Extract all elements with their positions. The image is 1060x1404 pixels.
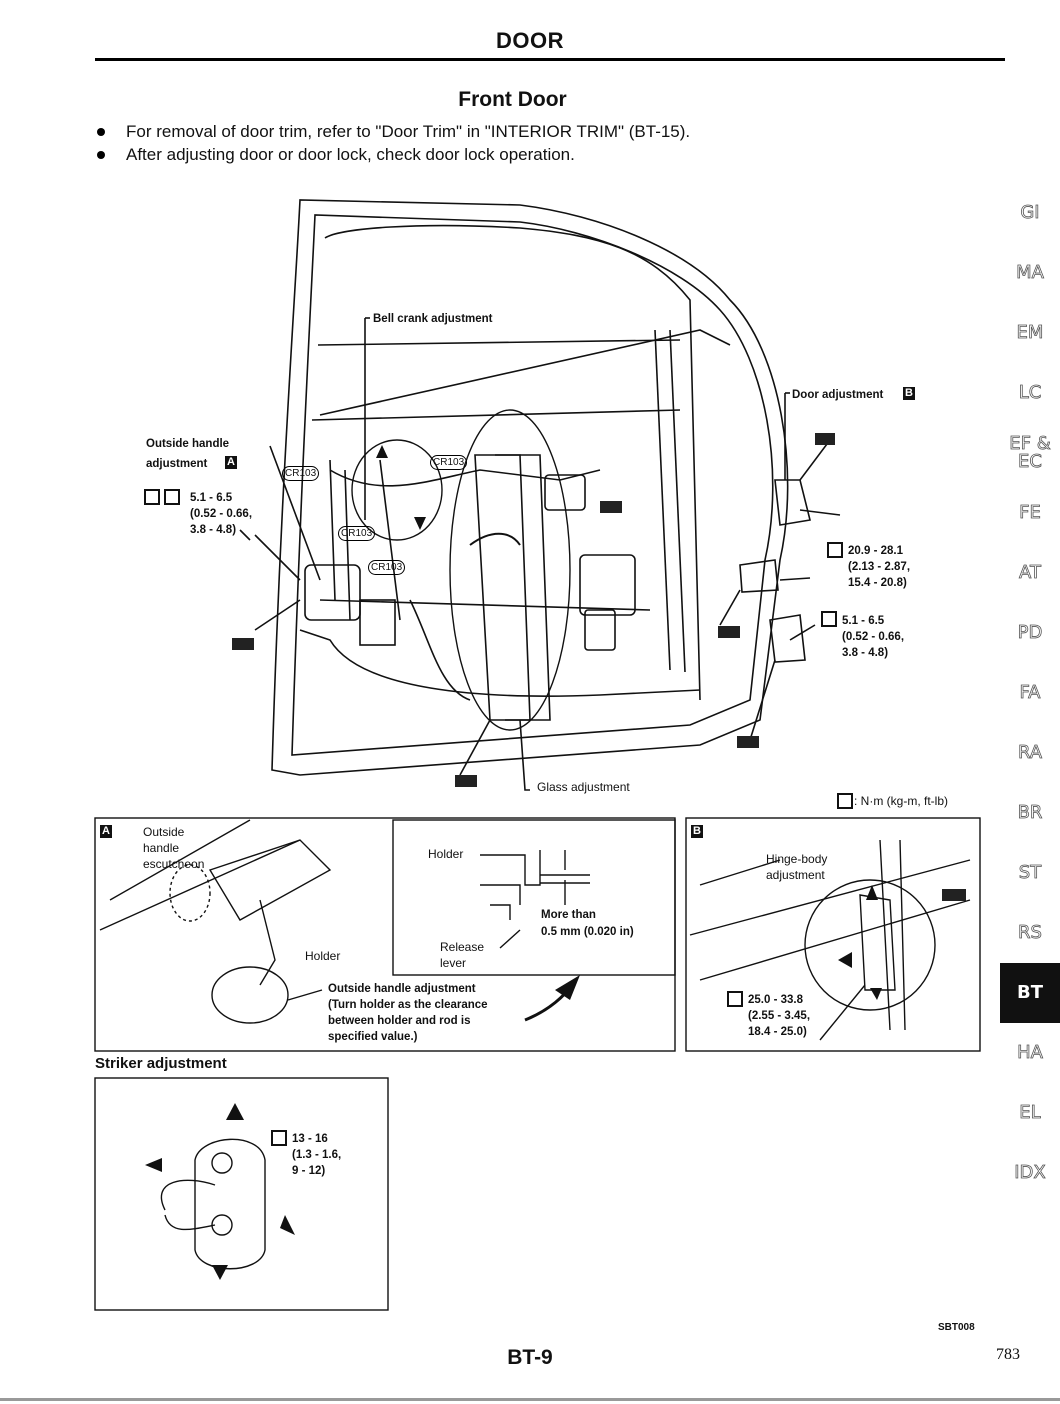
torque-handle-3: 3.8 - 4.8): [190, 524, 237, 536]
clearance-label-2: 0.5 mm (0.020 in): [541, 926, 634, 938]
panel-a-ref-badge: A: [100, 825, 112, 838]
tab-ha[interactable]: HA: [1017, 1042, 1044, 1063]
tab-fe[interactable]: FE: [1019, 502, 1042, 523]
release-lever-label-1: Release: [440, 940, 485, 954]
torque-upper-hinge-3: 15.4 - 20.8): [848, 577, 907, 589]
handle-note-2: (Turn holder as the clearance: [328, 999, 488, 1011]
tab-br[interactable]: BR: [1017, 802, 1043, 823]
section-index-tabs: GI MA EM LC EF & EC FE AT PD FA RA BR ST…: [1000, 183, 1060, 1203]
tab-rs[interactable]: RS: [1018, 922, 1043, 943]
torque-upper-hinge-2: (2.13 - 2.87,: [848, 561, 911, 573]
instruction-item: After adjusting door or door lock, check…: [95, 143, 690, 166]
release-lever-label-2: lever: [440, 956, 467, 970]
torque-handle-2: (0.52 - 0.66,: [190, 508, 253, 520]
door-diagram-illustration: [144, 199, 853, 809]
cr103-label: CR103: [282, 466, 320, 481]
tab-pd[interactable]: PD: [1017, 622, 1043, 643]
escutcheon-label-3: escutcheon: [143, 857, 205, 871]
hinge-body-label-2: adjustment: [766, 868, 825, 882]
handle-note-3: between holder and rod is: [328, 1015, 471, 1027]
tab-at[interactable]: AT: [1019, 562, 1042, 583]
unit-legend: : N·m (kg-m, ft-lb): [854, 794, 948, 808]
door-adjustment-label: Door adjustment: [792, 389, 884, 401]
holder-detail-label: Holder: [428, 847, 464, 861]
hinge-body-label-1: Hinge-body: [766, 852, 828, 866]
tab-lc[interactable]: LC: [1018, 382, 1042, 403]
absolute-page-number: 783: [996, 1346, 1020, 1363]
tab-bt-active[interactable]: BT: [1000, 963, 1060, 1023]
striker-torque-2: (1.3 - 1.6,: [292, 1149, 342, 1161]
torque-handle: 5.1 - 6.5: [190, 492, 233, 504]
handle-note-1: Outside handle adjustment: [328, 983, 476, 995]
header-rule: [95, 58, 1005, 61]
torque-lower-hinge-3: 3.8 - 4.8): [842, 647, 889, 659]
torque-lower-hinge-2: (0.52 - 0.66,: [842, 631, 905, 643]
torque-lower-hinge: 5.1 - 6.5: [842, 615, 885, 627]
figure-code: SBT008: [938, 1322, 975, 1333]
panel-b-ref-badge: B: [691, 825, 703, 838]
section-title: Front Door: [458, 88, 567, 111]
cr103-label: CR103: [430, 455, 468, 470]
escutcheon-label-1: Outside: [143, 825, 185, 839]
page-header-title: DOOR: [496, 28, 564, 53]
bottom-rule: [0, 1398, 1060, 1401]
tab-el[interactable]: EL: [1019, 1102, 1041, 1123]
holder-label: Holder: [305, 949, 341, 963]
tab-ef-ec[interactable]: EF & EC: [1009, 433, 1051, 472]
panel-b-torque-2: (2.55 - 3.45,: [748, 1010, 811, 1022]
instruction-item: For removal of door trim, refer to "Door…: [95, 120, 690, 143]
instruction-list: For removal of door trim, refer to "Door…: [95, 120, 690, 166]
escutcheon-label-2: handle: [143, 841, 180, 855]
tab-ma[interactable]: MA: [1016, 262, 1045, 283]
outside-handle-ref-badge: A: [225, 456, 237, 469]
clearance-label-1: More than: [541, 909, 596, 921]
bell-crank-label: Bell crank adjustment: [373, 313, 493, 325]
tab-idx[interactable]: IDX: [1014, 1162, 1046, 1183]
panel-b-torque-1: 25.0 - 33.8: [748, 994, 803, 1006]
tab-gi[interactable]: GI: [1020, 202, 1040, 223]
cr103-label: CR103: [338, 526, 376, 541]
outside-handle-adj-label: adjustment: [146, 458, 208, 470]
detail-panels: [94, 817, 981, 1311]
panel-b-torque-3: 18.4 - 25.0): [748, 1026, 807, 1038]
glass-adjustment-label: Glass adjustment: [537, 780, 630, 794]
tab-st[interactable]: ST: [1018, 862, 1042, 883]
striker-torque-1: 13 - 16: [292, 1133, 328, 1145]
torque-upper-hinge: 20.9 - 28.1: [848, 545, 903, 557]
striker-title: Striker adjustment: [95, 1055, 227, 1072]
tab-em[interactable]: EM: [1016, 322, 1044, 343]
door-adjustment-ref-badge: B: [903, 387, 915, 400]
handle-note-4: specified value.): [328, 1031, 418, 1043]
outside-handle-label: Outside handle: [146, 438, 230, 450]
tab-ra[interactable]: RA: [1017, 742, 1043, 763]
tab-fa[interactable]: FA: [1019, 682, 1041, 703]
striker-torque-3: 9 - 12): [292, 1165, 326, 1177]
page-number: BT-9: [507, 1346, 553, 1369]
cr103-label: CR103: [368, 560, 406, 575]
